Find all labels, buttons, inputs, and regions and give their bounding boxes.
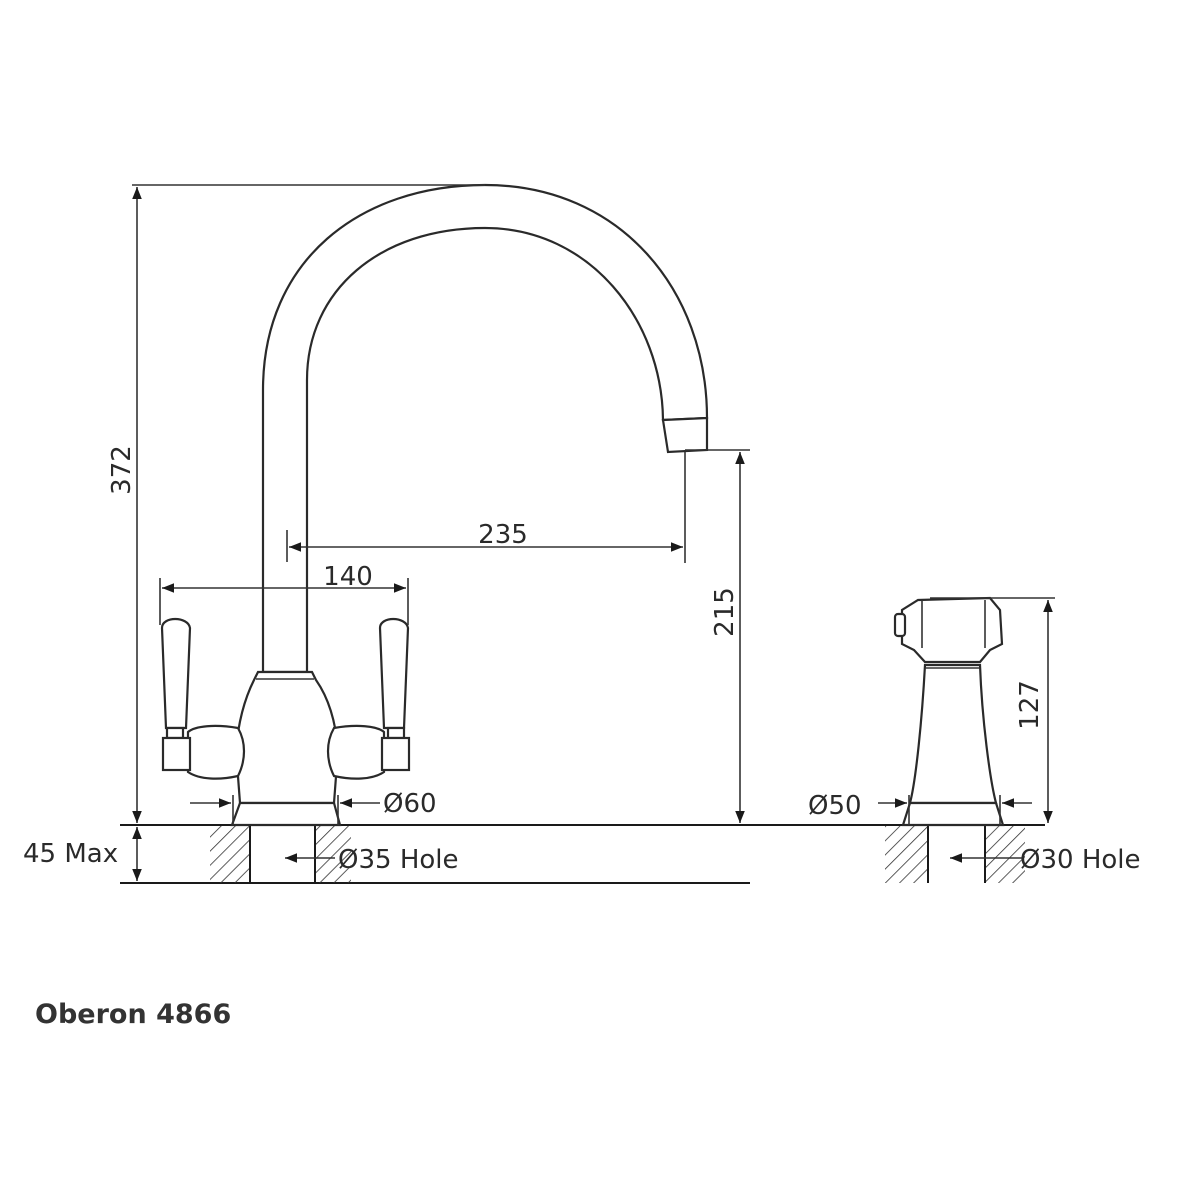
dimension-tap-hole: Ø35 Hole: [285, 845, 459, 875]
right-lever-handle: [326, 617, 411, 780]
dimension-base-diameter: Ø60: [190, 789, 437, 825]
deck-hatching: [210, 825, 1025, 883]
dim-o50-label: Ø50: [808, 791, 862, 821]
dim-o35-hole-label: Ø35 Hole: [338, 845, 459, 875]
dimension-deck-thickness: 45 Max: [23, 827, 142, 881]
dimension-spout-clearance: 215: [685, 449, 750, 823]
dim-o60-label: Ø60: [383, 789, 437, 819]
dim-o30-hole-label: Ø30 Hole: [1020, 845, 1141, 875]
dim-235-label: 235: [478, 520, 528, 550]
dimension-spray-hole: Ø30 Hole: [950, 845, 1141, 875]
tap-body: [230, 670, 342, 827]
dimension-spray-base: Ø50: [808, 791, 1032, 825]
dim-127-label: 127: [1015, 680, 1045, 730]
dim-215-label: 215: [710, 587, 740, 637]
dimension-overall-height: 372: [107, 184, 485, 823]
side-spray: [893, 596, 1005, 827]
dim-140-label: 140: [323, 562, 373, 592]
dimension-spout-reach: 235: [286, 452, 686, 563]
dimension-handle-span: 140: [159, 562, 409, 625]
left-lever-handle: [160, 617, 246, 780]
dimension-spray-height: 127: [930, 597, 1055, 823]
spout-nozzle: [661, 416, 709, 454]
product-title: Oberon 4866: [35, 999, 231, 1030]
dim-372-label: 372: [107, 445, 137, 495]
tap-spout: [261, 183, 709, 674]
dim-45-max-label: 45 Max: [23, 839, 118, 869]
